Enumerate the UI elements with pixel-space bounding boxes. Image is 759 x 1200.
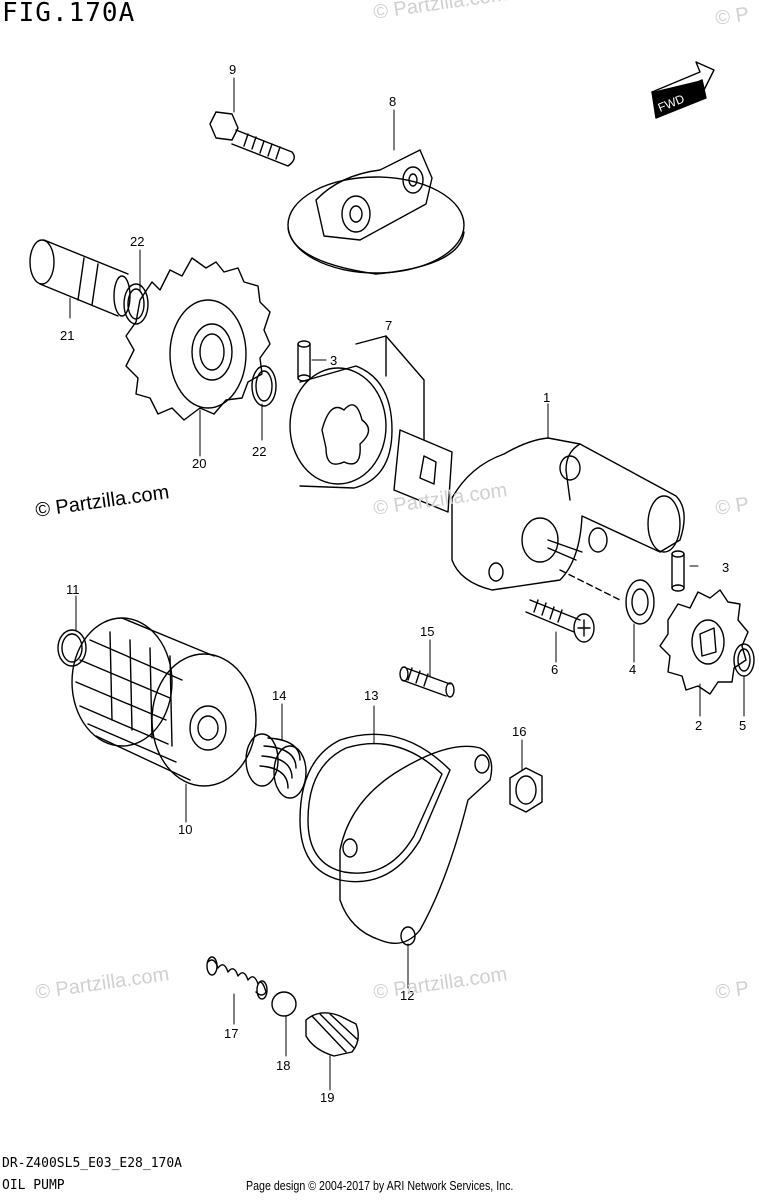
gear-part-20: [125, 257, 271, 421]
plug-part-19: [305, 1012, 359, 1057]
callout-5: 5: [739, 718, 746, 733]
watermark-partial: © P: [714, 493, 751, 520]
callout-7: 7: [385, 318, 392, 333]
callout-10: 10: [178, 822, 192, 837]
callout-17: 17: [224, 1026, 238, 1041]
callout-19: 19: [320, 1090, 334, 1105]
stud-part-15: [399, 666, 455, 698]
callout-8: 8: [389, 94, 396, 109]
watermark-partial: © P: [714, 3, 751, 30]
shaft-part-21: [29, 239, 131, 317]
washer-part-4: [625, 579, 655, 625]
callout-21: 21: [60, 328, 74, 343]
circlip-part-22: [123, 283, 277, 407]
callout-6: 6: [551, 662, 558, 677]
bolt-part-9: [209, 111, 295, 167]
cap-part-8: [287, 149, 465, 275]
figure-name: OIL PUMP: [2, 1178, 65, 1193]
oring-part-11: [57, 629, 87, 667]
oil-filter-part-10: [71, 617, 257, 787]
callout-14: 14: [272, 688, 286, 703]
callout-numbers: 1 2 3 3 4 5 6 7 8 9 10 11 12 13 14 15 16…: [60, 62, 746, 1105]
spring-part-17: [206, 956, 268, 1000]
watermark-partial: © P: [714, 977, 751, 1004]
callout-2: 2: [695, 718, 702, 733]
pump-body-part-1: [451, 437, 685, 601]
callout-3b: 3: [722, 560, 729, 575]
callout-leaders: [69, 77, 745, 1091]
gear-part-2: [659, 589, 749, 695]
callout-4: 4: [629, 662, 636, 677]
callout-22: 22: [130, 234, 144, 249]
spring-part-14: [245, 733, 307, 799]
callout-22b: 22: [252, 444, 266, 459]
ball-part-18: [271, 991, 297, 1017]
fwd-arrow-icon: FWD: [651, 61, 715, 119]
callout-15: 15: [420, 624, 434, 639]
callout-16: 16: [512, 724, 526, 739]
callout-20: 20: [192, 456, 206, 471]
page-credit: Page design © 2004-2017 by ARI Network S…: [246, 1178, 514, 1193]
callout-9: 9: [229, 62, 236, 77]
rotor-part-7: [289, 335, 453, 513]
nut-part-16: [509, 767, 543, 813]
callout-3: 3: [330, 353, 337, 368]
screw-part-6: [525, 599, 595, 643]
figure-title: FIG.170A: [2, 0, 136, 28]
callout-1: 1: [543, 390, 550, 405]
circlip-part-5: [733, 643, 755, 677]
gasket-part-13: [299, 733, 451, 883]
pin-part-3: [297, 340, 685, 592]
callout-12: 12: [400, 988, 414, 1003]
callout-13: 13: [364, 688, 378, 703]
callout-11: 11: [66, 582, 80, 597]
callout-18: 18: [276, 1058, 290, 1073]
figure-code: DR-Z400SL5_E03_E28_170A: [2, 1156, 183, 1171]
